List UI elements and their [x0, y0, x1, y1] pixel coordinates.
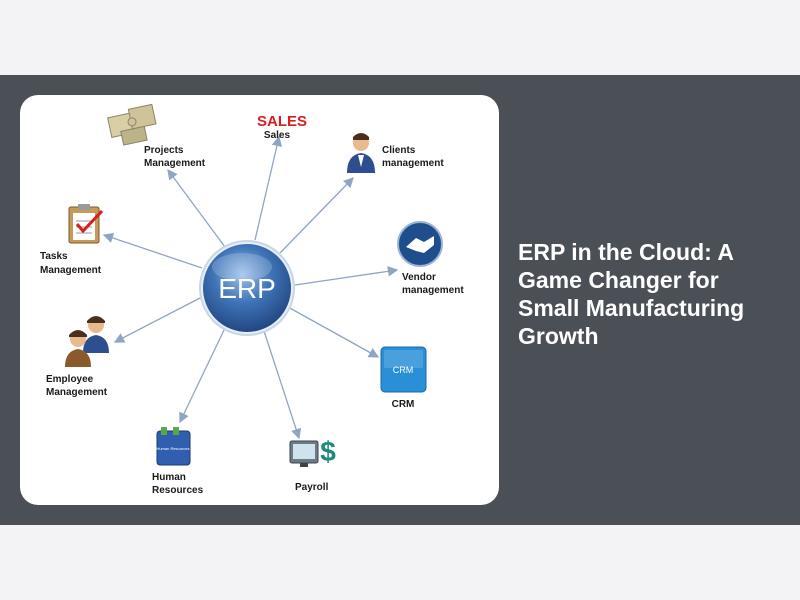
arrow-vendor	[294, 266, 399, 286]
arrow-sales	[254, 135, 282, 241]
label-employee-2: Management	[46, 387, 108, 398]
label-hr-2: Resources	[152, 485, 204, 496]
label-clients-1: Clients	[382, 145, 416, 156]
node-projects: Projects Management	[107, 103, 206, 169]
arrow-crm	[287, 306, 380, 358]
node-clients: Clients management	[347, 133, 444, 173]
arrow-payroll	[262, 327, 302, 440]
node-tasks: Tasks Management	[40, 204, 104, 276]
label-crm: CRM	[392, 399, 415, 410]
node-employee: Employee Management	[46, 316, 109, 398]
node-hr: Human Resources Human Resources	[152, 427, 204, 496]
arrow-hr	[179, 327, 226, 424]
label-employee-1: Employee	[46, 374, 94, 385]
label-projects-1: Projects	[144, 145, 184, 156]
label-projects-2: Management	[144, 158, 206, 169]
label-tasks-1: Tasks	[40, 251, 68, 262]
label-vendor-1: Vendor	[402, 272, 436, 283]
hr-binder-icon: Human Resources	[156, 427, 191, 466]
arrow-projects	[167, 168, 226, 248]
svg-text:$: $	[320, 436, 336, 467]
businessman-icon	[347, 133, 375, 173]
node-payroll: $ Payroll	[289, 436, 336, 493]
erp-diagram: ERP Projects Management SALES Sales	[40, 103, 464, 496]
label-hr-1: Human	[152, 472, 186, 483]
clipboard-check-icon	[68, 204, 104, 244]
hr-icon-text: Human Resources	[156, 446, 189, 451]
arrow-tasks	[102, 232, 203, 269]
label-clients-2: management	[382, 158, 444, 169]
arrows	[102, 135, 399, 440]
puzzle-icon	[107, 103, 157, 146]
label-vendor-2: management	[402, 285, 464, 296]
crm-icon-text: CRM	[393, 365, 414, 375]
label-sales: Sales	[264, 130, 291, 141]
erp-hub: ERP	[199, 240, 295, 336]
node-sales: SALES Sales	[257, 113, 307, 141]
handshake-icon	[397, 221, 443, 267]
label-payroll: Payroll	[295, 482, 329, 493]
arrow-clients	[279, 177, 354, 254]
monitor-dollar-icon: $	[289, 436, 336, 467]
arrow-employee	[113, 296, 203, 343]
diagram-card: ERP Projects Management SALES Sales	[20, 95, 499, 505]
node-vendor: Vendor management	[397, 221, 464, 296]
label-tasks-2: Management	[40, 265, 102, 276]
people-icon	[65, 316, 109, 367]
crm-box-icon: CRM	[380, 346, 427, 393]
erp-label: ERP	[218, 273, 276, 304]
sales-logo-icon: SALES	[257, 113, 307, 130]
node-crm: CRM CRM	[380, 346, 427, 410]
page-caption: ERP in the Cloud: A Game Changer for Sma…	[518, 239, 745, 349]
